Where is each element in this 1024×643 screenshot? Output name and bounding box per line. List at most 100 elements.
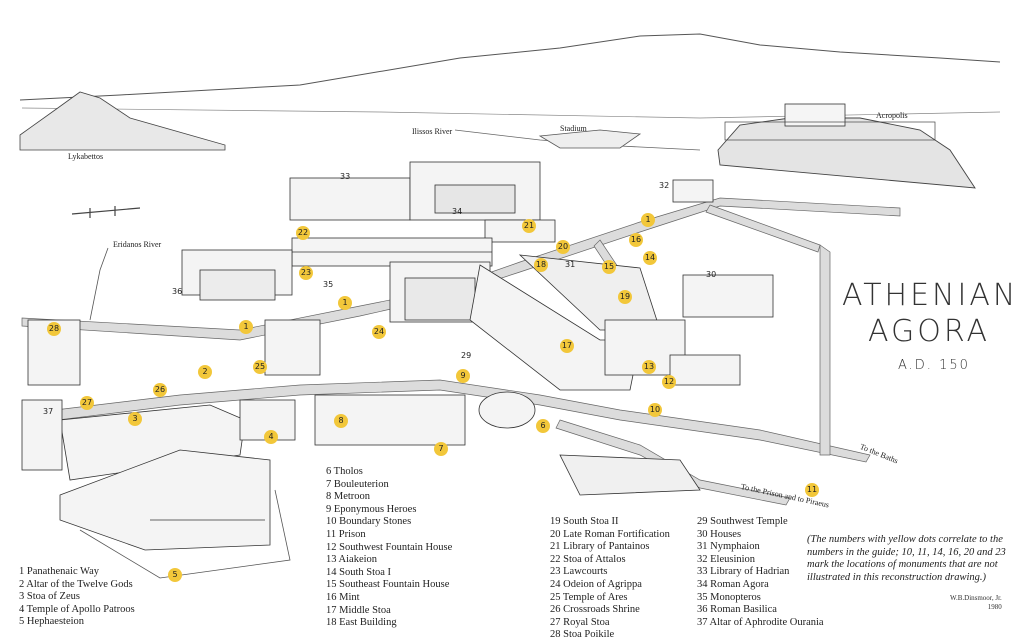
legend-item: 16 Mint <box>326 591 360 603</box>
yellow-dot-marker: 27 <box>80 396 94 410</box>
legend-item: 36 Roman Basilica <box>697 604 777 616</box>
legend-item: 29 Southwest Temple <box>697 516 788 527</box>
legend-item: 2 Altar of the Twelve Gods <box>19 578 133 590</box>
horizon-mountains <box>19 33 1001 101</box>
yellow-dot-marker: 25 <box>253 360 267 374</box>
yellow-dot-marker: 4 <box>264 430 278 444</box>
north-arrow <box>71 206 141 218</box>
eridanos-river <box>89 247 109 321</box>
yellow-dot-marker: 9 <box>456 369 470 383</box>
building-number: 37 <box>43 407 54 416</box>
yellow-dot-marker: 23 <box>299 266 313 280</box>
yellow-dot-marker: 20 <box>556 240 570 254</box>
yellow-dot-marker: 18 <box>534 258 548 272</box>
legend-item: 8 Metroon <box>326 491 371 503</box>
legend-item: 17 Middle Stoa <box>326 604 391 616</box>
yellow-dot-marker: 3 <box>128 412 142 426</box>
place-eridanos: Eridanos River <box>113 240 162 249</box>
legend-item: 27 Royal Stoa <box>550 616 610 628</box>
legend-item: 30 Houses <box>697 528 742 540</box>
legend-item: 28 Stoa Poikile <box>550 629 615 641</box>
yellow-dot-marker: 21 <box>522 219 536 233</box>
yellow-dot-marker: 5 <box>168 568 182 582</box>
legend-item: 1 Panathenaic Way <box>19 566 100 577</box>
credit: W.B.Dinsmoor, Jr. 1980 <box>950 594 1002 612</box>
legend-item: 14 South Stoa I <box>326 566 392 578</box>
legend-item: 11 Prison <box>326 528 366 540</box>
buildings <box>21 161 774 551</box>
acropolis-walls <box>724 121 936 141</box>
map-date: A.D. 150 <box>898 358 970 373</box>
stadium-shape <box>538 129 642 149</box>
legend-item: 23 Lawcourts <box>550 566 608 578</box>
yellow-dot-marker: 1 <box>641 213 655 227</box>
legend-item: 25 Temple of Ares <box>550 591 628 603</box>
place-lykabettos: Lykabettos <box>68 152 104 161</box>
yellow-dot-marker: 7 <box>434 442 448 456</box>
parthenon <box>784 103 846 127</box>
yellow-dot-marker: 24 <box>372 325 386 339</box>
building-number: 29 <box>461 351 472 360</box>
legend-item: 5 Hephaesteion <box>19 616 85 628</box>
map-title-line1: ATHENIAN <box>842 278 1019 313</box>
yellow-dot-marker: 16 <box>629 233 643 247</box>
legend-item: 21 Library of Pantainos <box>550 541 650 553</box>
building-number: 31 <box>565 260 576 269</box>
yellow-dot-marker: 1 <box>239 320 253 334</box>
building-number: 33 <box>340 172 351 181</box>
legend-item: 9 Eponymous Heroes <box>326 503 417 515</box>
legend-item: 31 Nymphaion <box>697 541 760 553</box>
yellow-dot-marker: 10 <box>648 403 662 417</box>
yellow-dot-marker: 26 <box>153 383 167 397</box>
legend-item: 3 Stoa of Zeus <box>19 591 80 603</box>
yellow-dot-marker: 11 <box>805 483 819 497</box>
yellow-dot-marker: 13 <box>642 360 656 374</box>
legend-item: 10 Boundary Stones <box>326 516 412 528</box>
guide-note: (The numbers with yellow dots correlate … <box>807 534 1006 583</box>
lykabettos-hill <box>19 91 226 151</box>
legend-item: 7 Bouleuterion <box>326 478 389 490</box>
legend-item: 4 Temple of Apollo Patroos <box>19 603 135 615</box>
building-number: 34 <box>452 207 463 216</box>
building-number: 32 <box>659 181 670 190</box>
yellow-dot-marker: 22 <box>296 226 310 240</box>
sea-line <box>21 107 1001 119</box>
yellow-dot-marker: 14 <box>643 251 657 265</box>
yellow-dot-marker: 15 <box>602 260 616 274</box>
yellow-dot-marker: 12 <box>662 375 676 389</box>
building-number: 35 <box>323 280 334 289</box>
place-stadium: Stadium <box>560 124 587 133</box>
legend-item: 20 Late Roman Fortification <box>550 528 670 540</box>
legend-item: 12 Southwest Fountain House <box>326 541 453 553</box>
credit-year: 1980 <box>987 603 1002 611</box>
legend-item: 15 Southeast Fountain House <box>326 579 450 591</box>
yellow-dot-marker: 28 <box>47 322 61 336</box>
hephaesteion-terrace <box>79 489 291 579</box>
yellow-dot-marker: 1 <box>338 296 352 310</box>
legend-item: 37 Altar of Aphrodite Ourania <box>697 616 824 628</box>
legend-item: 19 South Stoa II <box>550 516 619 527</box>
legend-item: 35 Monopteros <box>697 591 761 603</box>
legend-item: 13 Aiakeion <box>326 554 378 566</box>
yellow-dot-marker: 19 <box>618 290 632 304</box>
yellow-dot-marker: 2 <box>198 365 212 379</box>
legend-item: 26 Crossroads Shrine <box>550 604 640 616</box>
legend-item: 33 Library of Hadrian <box>697 566 790 578</box>
yellow-dot-marker: 8 <box>334 414 348 428</box>
yellow-dot-marker: 6 <box>536 419 550 433</box>
yellow-dot-marker: 17 <box>560 339 574 353</box>
place-acropolis: Acropolis <box>876 111 908 120</box>
legend-item: 34 Roman Agora <box>697 578 769 590</box>
legend-item: 22 Stoa of Attalos <box>550 553 626 565</box>
legend-item: 6 Tholos <box>326 466 363 477</box>
acropolis-rock <box>717 117 976 189</box>
legend-item: 18 East Building <box>326 617 397 629</box>
legend-item: 24 Odeion of Agrippa <box>550 578 642 590</box>
place-ilissos: Ilissos River <box>412 127 453 136</box>
legend-item: 32 Eleusinion <box>697 553 756 565</box>
